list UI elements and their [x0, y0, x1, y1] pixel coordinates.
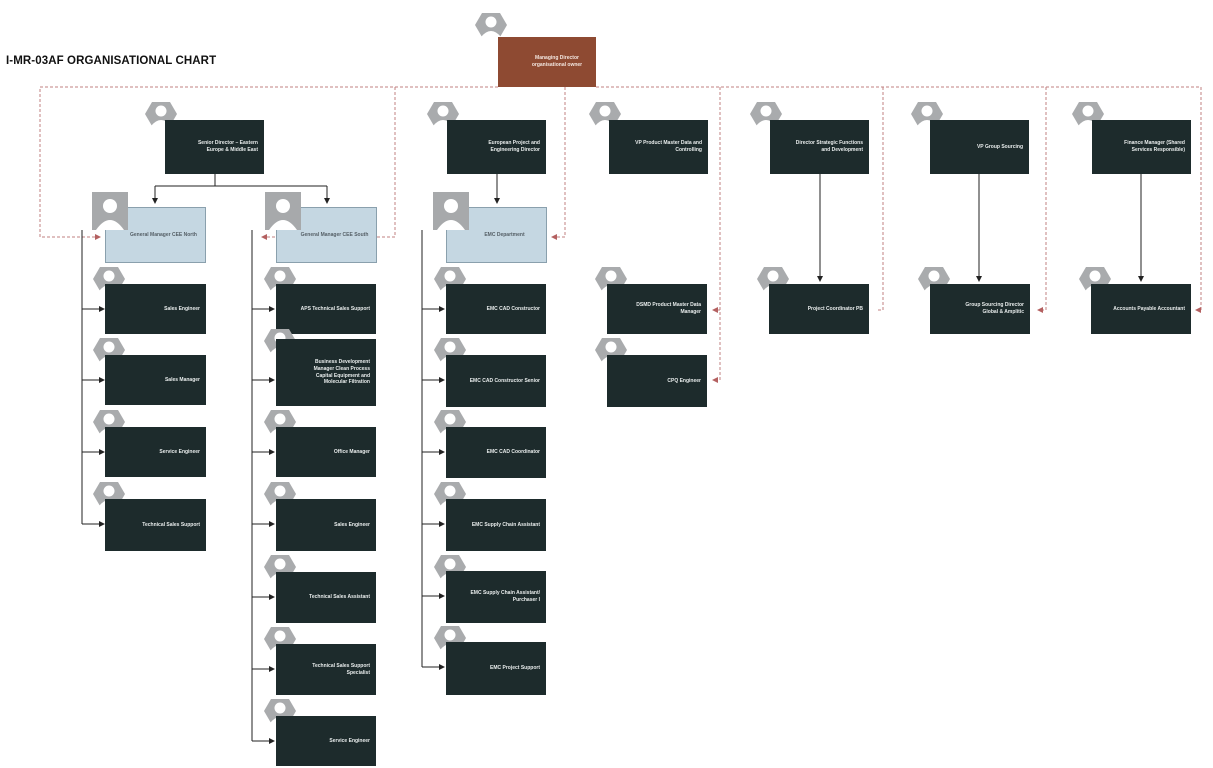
staff-box[interactable]: Sales Engineer	[105, 284, 206, 334]
staff-box[interactable]: Technical Sales Support	[105, 499, 206, 551]
staff-box[interactable]: Sales Manager	[105, 355, 206, 405]
person-photo-icon	[433, 192, 469, 230]
staff-box[interactable]: Service Engineer	[105, 427, 206, 477]
staff-box[interactable]: Accounts Payable Accountant	[1091, 284, 1191, 334]
staff-box[interactable]: EMC CAD Constructor Senior	[446, 355, 546, 407]
staff-box[interactable]: Office Manager	[276, 427, 376, 477]
staff-box[interactable]: EMC Supply Chain Assistant/ Purchaser I	[446, 571, 546, 623]
staff-box[interactable]: Technical Sales Assistant	[276, 572, 376, 623]
staff-box[interactable]: Sales Engineer	[276, 499, 376, 551]
staff-box[interactable]: EMC CAD Constructor	[446, 284, 546, 334]
director-box[interactable]: Finance Manager (Shared Services Respons…	[1092, 120, 1191, 174]
staff-box[interactable]: EMC CAD Coordinator	[446, 427, 546, 478]
managing-director-box[interactable]: Managing Director organisational owner	[498, 37, 596, 87]
staff-box[interactable]: CPQ Engineer	[607, 355, 707, 407]
staff-box[interactable]: Business Development Manager Clean Proce…	[276, 339, 376, 406]
staff-box[interactable]: Technical Sales Support Specialist	[276, 644, 376, 695]
staff-box[interactable]: EMC Project Support	[446, 642, 546, 695]
dashed-links	[39, 86, 1202, 383]
staff-box[interactable]: EMC Supply Chain Assistant	[446, 499, 546, 551]
director-box[interactable]: Director Strategic Functions and Develop…	[770, 120, 869, 174]
managing-director-label: Managing Director organisational owner	[531, 55, 583, 68]
staff-box[interactable]: Group Sourcing Director Global & Ampliti…	[930, 284, 1030, 334]
staff-box[interactable]: APS Technical Sales Support	[276, 284, 376, 334]
staff-box[interactable]: Service Engineer	[276, 716, 376, 766]
director-box[interactable]: Senior Director – Eastern Europe & Middl…	[165, 120, 264, 174]
director-box[interactable]: VP Group Sourcing	[930, 120, 1029, 174]
person-photo-icon	[92, 192, 128, 230]
chart-title: I-MR-03AF ORGANISATIONAL CHART	[6, 55, 217, 67]
solid-links	[81, 174, 1144, 744]
staff-box[interactable]: DSMD Product Master Data Manager	[607, 284, 707, 334]
person-photo-icon	[265, 192, 301, 230]
staff-box[interactable]: Project Coordinator PB	[769, 284, 869, 334]
director-box[interactable]: VP Product Master Data and Controlling	[609, 120, 708, 174]
avatar-icon	[474, 12, 508, 38]
director-box[interactable]: European Project and Engineering Directo…	[447, 120, 546, 174]
